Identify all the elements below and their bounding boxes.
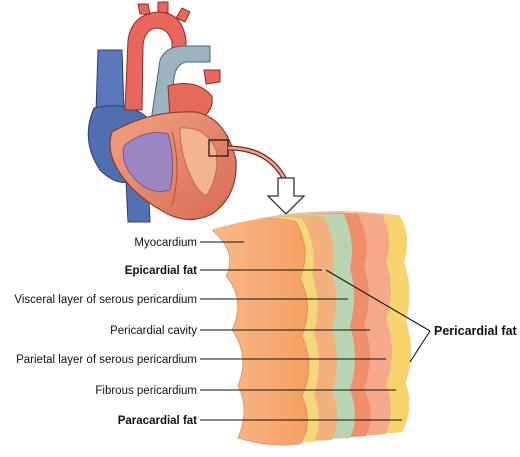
tissue-block — [211, 210, 411, 446]
label-parietal-layer: Parietal layer of serous pericardium — [16, 354, 197, 366]
label-paracardial-fat: Paracardial fat — [118, 415, 197, 427]
superior-vena-cava — [95, 49, 125, 116]
left-ventricle-cavity — [179, 127, 218, 197]
label-pericardial-cavity: Pericardial cavity — [110, 325, 197, 337]
label-myocardium: Myocardium — [134, 237, 197, 249]
right-ventricle-cavity — [122, 132, 173, 192]
label-visceral-layer: Visceral layer of serous pericardium — [14, 294, 197, 306]
heart-illustration — [87, 1, 237, 223]
label-pericardial-fat: Pericardial fat — [434, 324, 518, 338]
label-epicardial-fat: Epicardial fat — [125, 265, 197, 277]
myocardium-region — [211, 217, 310, 446]
label-fibrous-pericardium: Fibrous pericardium — [95, 385, 197, 397]
pulmonary-artery — [149, 45, 211, 131]
labels: Myocardium Epicardial fat Visceral layer… — [14, 237, 517, 427]
down-arrow-icon — [266, 177, 306, 215]
zoom-connector — [227, 145, 306, 215]
